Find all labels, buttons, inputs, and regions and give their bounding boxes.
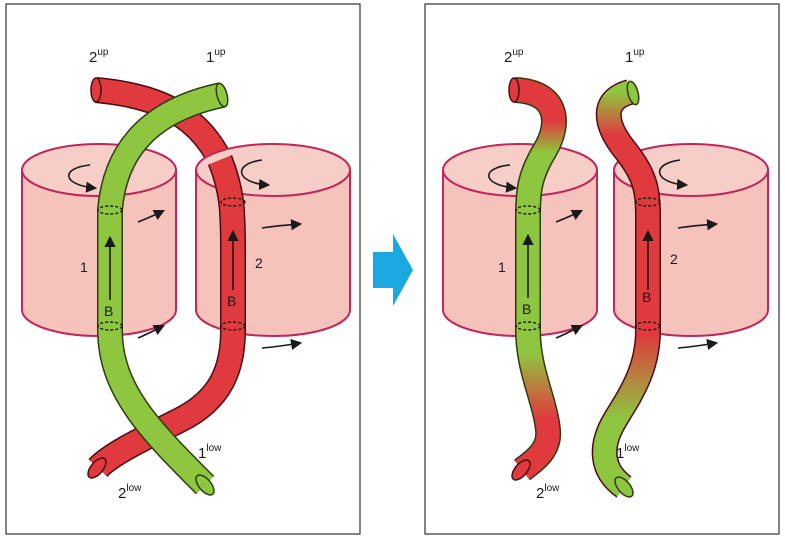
tube-label-1low: 1low <box>198 443 222 462</box>
tube-2-segment <box>591 210 661 498</box>
field-label-2: B <box>642 289 651 305</box>
transition-arrow <box>373 234 413 306</box>
field-label-2: B <box>227 293 236 309</box>
tube-1-segment <box>511 210 562 481</box>
cylinder-label-2: 2 <box>670 251 678 267</box>
rotation-arrows <box>68 159 303 350</box>
tube-2-lower <box>87 155 246 479</box>
cylinder-label-1: 1 <box>80 259 88 275</box>
field-label-1: B <box>522 301 531 317</box>
tube-label-1up: 1up <box>625 47 645 66</box>
field-label-1: B <box>104 303 113 319</box>
tube-label-1up: 1up <box>206 47 226 66</box>
panel-after: 1 2 B B 2up 1up 1low 2low <box>424 3 780 535</box>
cylinder-label-1: 1 <box>498 259 506 275</box>
tube-label-2low: 2low <box>118 483 142 502</box>
tube-label-2up: 2up <box>504 47 524 66</box>
panel-before: 1 2 B B 2up 1up 1low 2low <box>5 3 361 535</box>
tube-label-2low: 2low <box>536 483 560 502</box>
tube-cross-sections <box>515 197 661 331</box>
tube-2up-segment <box>508 77 567 216</box>
tube-label-1low: 1low <box>616 443 640 462</box>
tube-1up-segment <box>595 79 661 216</box>
cylinder-label-2: 2 <box>255 255 263 271</box>
rotation-arrows <box>488 159 719 350</box>
tube-cross-sections <box>97 197 246 331</box>
tube-label-2up: 2up <box>89 47 109 66</box>
